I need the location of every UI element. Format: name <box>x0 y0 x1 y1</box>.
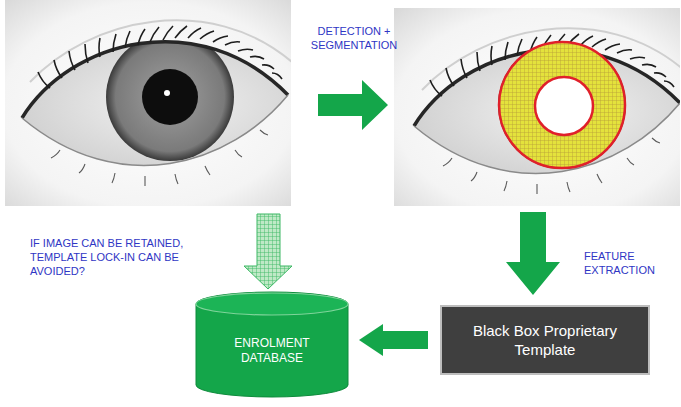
process-arrow <box>318 80 388 130</box>
template-box: Black Box Proprietary Template <box>440 305 650 375</box>
node-label: Black Box Proprietary Template <box>456 321 634 359</box>
optional-arrow <box>244 214 292 289</box>
annotation-text: FEATURE EXTRACTION <box>584 249 674 277</box>
iris-segmentation <box>499 42 625 168</box>
database-cylinder: ENROLMENT DATABASE <box>195 292 349 398</box>
cylinder-top <box>196 293 348 315</box>
eye-photo <box>5 0 291 206</box>
pupil-segmentation <box>535 77 593 135</box>
annotation-text: DETECTION + SEGMENTATION <box>302 24 406 52</box>
flow-arrow <box>359 324 428 356</box>
cylinder-body <box>196 292 348 397</box>
node-label: ENROLMENT DATABASE <box>211 336 333 366</box>
process-arrow <box>506 212 560 295</box>
annotation-text: IF IMAGE CAN BE RETAINED, TEMPLATE LOCK-… <box>30 236 215 278</box>
segmented-eye-photo <box>394 8 680 206</box>
